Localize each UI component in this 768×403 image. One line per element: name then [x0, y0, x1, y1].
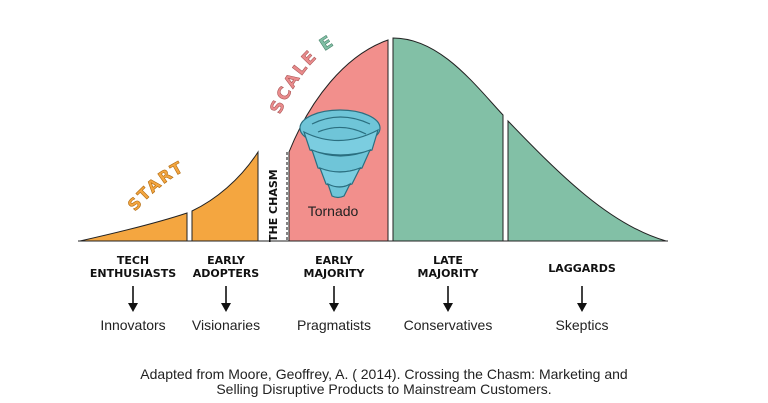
persona-innovators: Innovators — [100, 317, 165, 333]
scale-exit-label-path: SCALE EXIT — [0, 0, 337, 117]
tornado-label: Tornado — [308, 203, 359, 219]
category-innovators-line2: ENTHUSIASTS — [90, 267, 176, 280]
citation-caption: Adapted from Moore, Geoffrey, A. ( 2014)… — [0, 367, 768, 397]
arrows — [128, 286, 587, 312]
persona-labels: Innovators Visionaries Pragmatists Conse… — [100, 317, 608, 333]
segment-innovators — [79, 212, 188, 242]
arrow-down-icon — [443, 286, 453, 312]
category-late-majority-line1: LATE — [433, 254, 463, 267]
segment-late-majority — [392, 37, 504, 242]
start-label: START — [124, 157, 188, 215]
persona-pragmatists: Pragmatists — [297, 317, 371, 333]
category-early-adopters-line2: ADOPTERS — [193, 267, 260, 280]
tornado-icon — [299, 109, 381, 199]
chasm-label: THE CHASM — [267, 169, 280, 242]
category-early-majority-line1: EARLY — [315, 254, 354, 267]
persona-visionaries: Visionaries — [192, 317, 260, 333]
category-laggards-line2: LAGGARDS — [548, 262, 616, 275]
arrow-down-icon — [221, 286, 231, 312]
caption-line-1: Adapted from Moore, Geoffrey, A. ( 2014)… — [140, 366, 628, 382]
segment-laggards — [507, 119, 667, 242]
category-late-majority-line2: MAJORITY — [418, 267, 480, 280]
arrow-down-icon — [128, 286, 138, 312]
caption-line-2: Selling Disruptive Products to Mainstrea… — [216, 381, 552, 397]
persona-skeptics: Skeptics — [556, 317, 609, 333]
category-early-majority-line2: MAJORITY — [304, 267, 366, 280]
arrow-down-icon — [577, 286, 587, 312]
scale-exit-label: SCALE EXIT — [0, 0, 338, 117]
start-label-path: START — [124, 157, 186, 215]
category-labels: TECH ENTHUSIASTS EARLY ADOPTERS EARLY MA… — [90, 254, 616, 280]
category-early-adopters-line1: EARLY — [207, 254, 246, 267]
persona-conservatives: Conservatives — [404, 317, 493, 333]
category-innovators-line1: TECH — [117, 254, 149, 267]
segment-early-adopters — [191, 150, 259, 242]
arrow-down-icon — [329, 286, 339, 312]
